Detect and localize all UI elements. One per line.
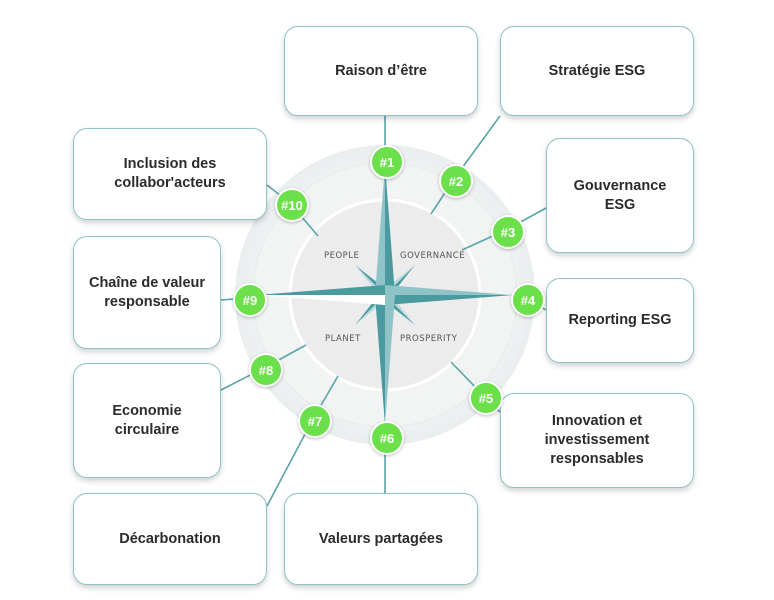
box-decarbonation: Décarbonation bbox=[73, 493, 267, 585]
badge-9: #9 bbox=[233, 283, 267, 317]
star-arm-light bbox=[385, 295, 395, 425]
quadrant-label-people: PEOPLE bbox=[324, 251, 360, 261]
box-inclusion: Inclusion des collabor'acteurs bbox=[73, 128, 267, 220]
box-raison-d-etre: Raison d’être bbox=[284, 26, 478, 116]
star-arm-dark bbox=[385, 295, 513, 305]
star-arm-light bbox=[257, 295, 385, 305]
badge-4: #4 bbox=[511, 283, 545, 317]
box-innovation: Innovation et investissement responsable… bbox=[500, 393, 694, 488]
badge-3: #3 bbox=[491, 215, 525, 249]
box-reporting-esg: Reporting ESG bbox=[546, 278, 694, 363]
star-arm-light bbox=[375, 165, 385, 295]
star-arm-dark bbox=[257, 285, 385, 295]
badge-2: #2 bbox=[439, 164, 473, 198]
badge-10: #10 bbox=[275, 188, 309, 222]
box-chaine-de-valeur: Chaîne de valeur responsable bbox=[73, 236, 221, 349]
star-arm-dark bbox=[385, 165, 395, 295]
box-strategie-esg: Stratégie ESG bbox=[500, 26, 694, 116]
badge-6: #6 bbox=[370, 421, 404, 455]
badge-1: #1 bbox=[370, 145, 404, 179]
star-arm-dark bbox=[375, 295, 385, 425]
box-economie-circulaire: Economie circulaire bbox=[73, 363, 221, 478]
compass-star bbox=[257, 165, 513, 425]
box-gouvernance-esg: Gouvernance ESG bbox=[546, 138, 694, 253]
quadrant-label-prosperity: PROSPERITY bbox=[400, 334, 458, 344]
badge-7: #7 bbox=[298, 404, 332, 438]
badge-5: #5 bbox=[469, 381, 503, 415]
badge-8: #8 bbox=[249, 353, 283, 387]
quadrant-label-governance: GOVERNANCE bbox=[400, 251, 466, 261]
box-valeurs-partagees: Valeurs partagées bbox=[284, 493, 478, 585]
star-arm-light bbox=[385, 285, 513, 295]
quadrant-label-planet: PLANET bbox=[325, 334, 361, 344]
